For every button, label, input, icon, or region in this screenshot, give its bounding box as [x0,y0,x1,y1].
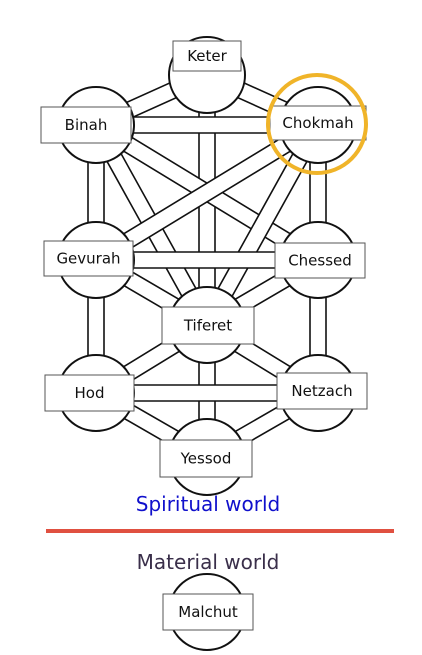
sefira-box-keter [172,40,242,72]
sefira-label-malchut: Malchut [178,603,238,621]
sefira-label-tiferet: Tiferet [183,317,232,335]
sefira-label-chessed: Chessed [288,252,352,270]
sefira-node-netzach: Netzach [276,372,368,410]
sefira-label-gevurah: Gevurah [56,250,120,268]
sefira-box-yessod [159,439,253,478]
sefira-box-malchut [162,593,254,631]
sefira-label-binah: Binah [65,116,108,134]
sefira-node-binah: Binah [40,106,132,144]
sefira-box-binah [40,106,132,144]
sefira-node-malchut: Malchut [162,593,254,631]
sefira-box-netzach [276,372,368,410]
sefira-node-keter: Keter [172,40,242,72]
spiritual-world-label: Spiritual world [136,492,280,516]
material-world-label: Material world [137,550,280,574]
sefira-node-hod: Hod [44,374,135,412]
sefira-box-hod [44,374,135,412]
sefira-node-chokmah: Chokmah [269,105,367,141]
sefira-box-gevurah [43,240,134,277]
sefira-label-keter: Keter [187,47,227,65]
sefira-node-gevurah: Gevurah [43,240,134,277]
sefira-label-hod: Hod [75,384,105,402]
sefira-node-chessed: Chessed [274,242,366,279]
sefira-node-yessod: Yessod [159,439,253,478]
sefira-box-chessed [274,242,366,279]
sefira-label-yessod: Yessod [180,450,232,468]
sefira-box-tiferet [161,306,255,345]
sefira-label-netzach: Netzach [291,382,352,400]
sefira-node-tiferet: Tiferet [161,306,255,345]
sefira-label-chokmah: Chokmah [282,114,353,132]
highlight-ring [266,73,368,175]
